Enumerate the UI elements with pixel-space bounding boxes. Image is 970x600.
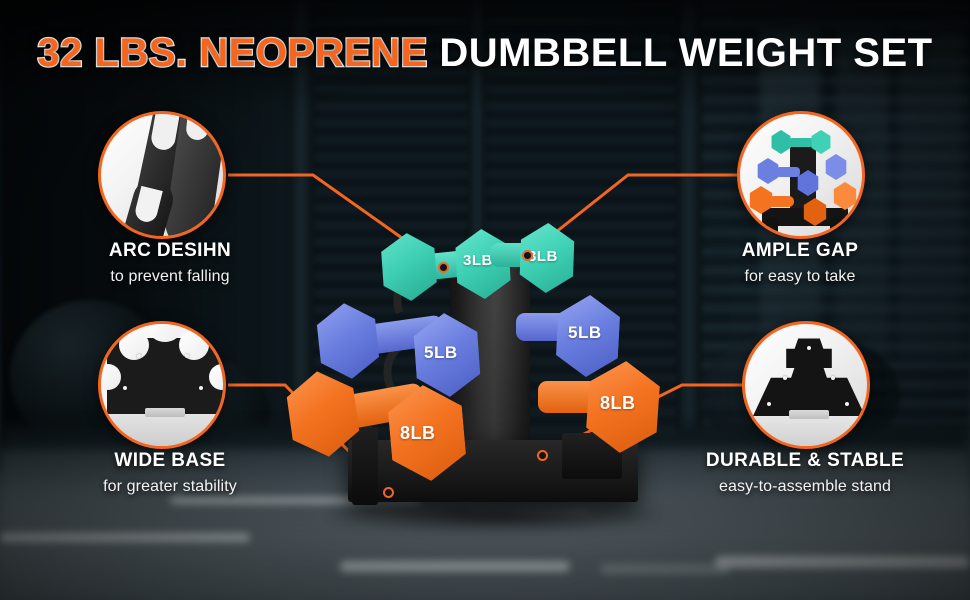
product-dumbbell-set: 3LB 3LB 5LB 5LB 8LB 8 [300, 195, 680, 540]
base-plate-notch [119, 330, 149, 360]
feature-label-ample-gap: AMPLE GAP for easy to take [650, 240, 950, 286]
callout-wide-base-art [101, 324, 223, 446]
side-panel-screw [845, 402, 849, 406]
side-panel-screw [767, 402, 771, 406]
mini-rack-foot [830, 218, 842, 234]
anchor-durable-stable [537, 450, 548, 461]
base-plate-screw [199, 386, 203, 390]
feature-label-wide-base: WIDE BASE for greater stability [20, 450, 320, 496]
callout-arc-design-art [101, 114, 223, 236]
base-plate-screw [137, 354, 141, 358]
mini-dumbbell-bar [776, 167, 800, 177]
mini-dumbbell-5lb [757, 158, 779, 184]
mini-dumbbell-5lb [825, 154, 847, 180]
side-panel-center-tab [789, 410, 829, 419]
dumbbell-weight-label: 3LB [463, 252, 493, 269]
side-panel-screw [783, 376, 787, 380]
dumbbell-weight-label: 3LB [528, 248, 558, 265]
feature-title: DURABLE & STABLE [705, 450, 905, 471]
mini-dumbbell-8lb [749, 186, 773, 214]
dumbbell-weight-label: 8LB [600, 393, 636, 413]
base-plate-screw [123, 386, 127, 390]
base-plate-notch [209, 364, 223, 390]
rack-foot-left [352, 427, 378, 505]
mini-dumbbell-bar [788, 138, 814, 147]
base-plate-ground [101, 414, 223, 446]
callout-ample-gap[interactable] [737, 111, 865, 239]
feature-title: ARC DESIHN [108, 240, 232, 261]
dumbbell-head [310, 300, 386, 383]
anchor-ample-gap [522, 250, 533, 261]
dumbbell-weight-label: 5LB [568, 323, 602, 342]
base-plate-screw [185, 354, 189, 358]
mini-dumbbell-5lb [797, 170, 819, 196]
side-panel-screw [807, 346, 811, 350]
mini-dumbbell-3lb [811, 130, 831, 154]
feature-title: WIDE BASE [114, 450, 226, 471]
feature-subtitle: for easy to take [744, 268, 856, 285]
side-panel-screw [831, 376, 835, 380]
page-title: 32 LBS. NEOPRENE DUMBBELL WEIGHT SET [0, 31, 970, 75]
base-plate-notch [179, 330, 209, 360]
callout-ample-gap-art [740, 114, 862, 236]
callout-durable-stable[interactable] [742, 321, 870, 449]
mini-dumbbell-3lb [771, 130, 791, 154]
feature-subtitle: to prevent falling [110, 268, 230, 285]
side-panel-top [786, 338, 832, 368]
title-highlight: 32 LBS. NEOPRENE [36, 31, 428, 75]
mini-dumbbell-8lb [803, 198, 827, 226]
feature-label-arc-design: ARC DESIHN to prevent falling [20, 240, 320, 286]
side-panel-ground [745, 416, 867, 446]
feature-subtitle: easy-to-assemble stand [718, 478, 892, 495]
base-plate-notch [149, 324, 181, 342]
mini-rack-foot [766, 218, 778, 234]
callout-wide-base[interactable] [98, 321, 226, 449]
mini-dumbbell-8lb [833, 182, 857, 210]
title-rest: DUMBBELL WEIGHT SET [427, 31, 933, 75]
feature-subtitle: for greater stability [103, 478, 237, 495]
anchor-wide-base [383, 487, 394, 498]
dumbbell-weight-label: 8LB [400, 423, 436, 443]
feature-title: AMPLE GAP [741, 240, 859, 261]
callout-durable-stable-art [745, 324, 867, 446]
anchor-arc-design [438, 262, 449, 273]
dumbbell-weight-label: 5LB [424, 343, 458, 362]
base-plate-center-tab [145, 408, 185, 417]
mini-dumbbell-bar [768, 196, 794, 207]
callout-arc-design[interactable] [98, 111, 226, 239]
feature-label-durable-stable: DURABLE & STABLE easy-to-assemble stand [645, 450, 965, 496]
base-plate-notch [101, 364, 121, 390]
